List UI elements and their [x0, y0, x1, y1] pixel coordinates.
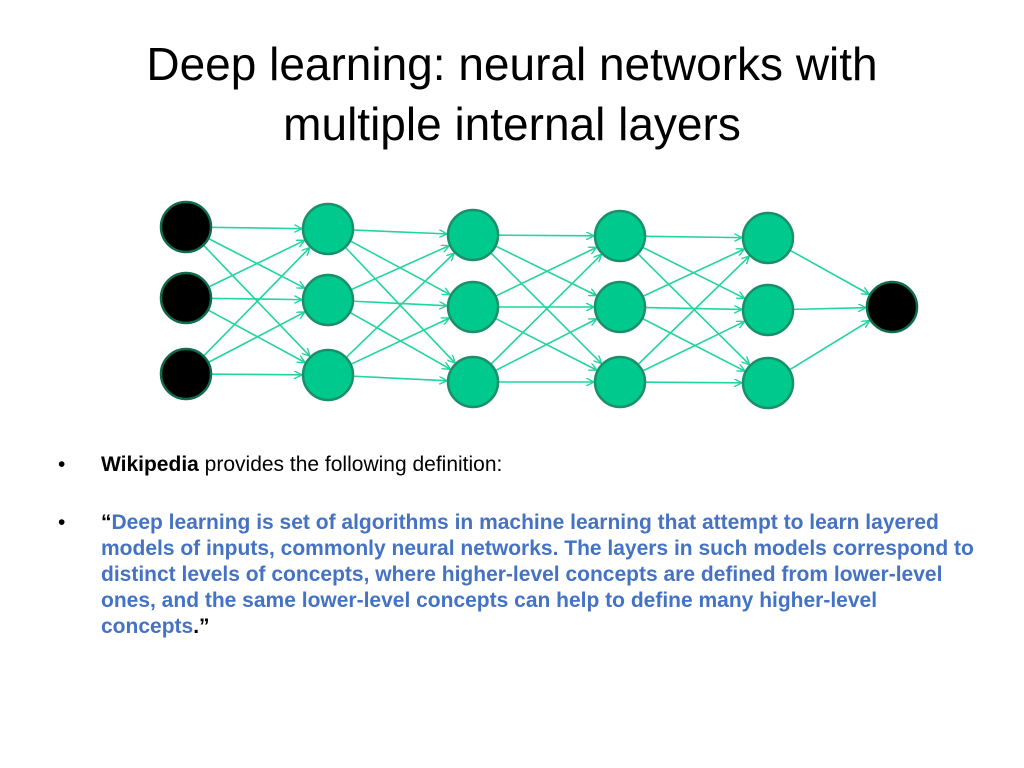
connection-arrow [790, 249, 869, 294]
hidden-neuron [301, 202, 355, 256]
slide-title: Deep learning: neural networks with mult… [40, 34, 984, 154]
connection-arrow [203, 245, 309, 356]
bullet-wikipedia: • Wikipedia provides the following defin… [58, 452, 978, 478]
connection-arrow [638, 257, 749, 365]
connection-arrow [353, 300, 446, 305]
connection-arrow [643, 322, 743, 372]
connection-arrow [211, 374, 301, 375]
connection-arrow [495, 319, 596, 371]
connection-arrow [209, 241, 303, 288]
connection-arrow [211, 227, 301, 228]
input-neuron [159, 347, 213, 401]
close-quote: .” [193, 615, 210, 638]
open-quote: “ [101, 511, 112, 534]
connection-arrow [645, 308, 741, 310]
connection-arrow [208, 309, 304, 362]
connection-arrow [351, 246, 449, 291]
wikipedia-label: Wikipedia [101, 453, 199, 476]
connection-arrow [353, 375, 446, 380]
hidden-neuron [301, 348, 355, 402]
connection-arrow [645, 382, 741, 383]
hidden-neuron [593, 209, 647, 263]
input-neuron [159, 271, 213, 325]
hidden-neuron [741, 283, 795, 337]
connection-arrow [490, 255, 600, 365]
neurons [159, 200, 919, 410]
connection-arrow [353, 229, 446, 234]
connection-arrow [496, 248, 595, 297]
input-neuron [159, 200, 213, 254]
hidden-neuron [446, 280, 500, 334]
connection-arrow [208, 312, 304, 363]
hidden-neuron [741, 356, 795, 410]
connection-arrow [211, 298, 301, 299]
connection-arrow [645, 236, 741, 237]
definition-intro: provides the following definition: [198, 453, 503, 476]
connections [203, 227, 869, 383]
connection-arrow [495, 245, 595, 295]
connection-arrow [642, 318, 744, 371]
connection-arrow [490, 252, 601, 363]
bullet-marker: • [58, 511, 66, 534]
connection-arrow [346, 254, 454, 358]
hidden-neuron [446, 208, 500, 262]
bullet-list: • Wikipedia provides the following defin… [58, 452, 978, 640]
connection-arrow [789, 321, 869, 371]
connection-arrow [351, 318, 449, 365]
connection-arrow [203, 248, 309, 356]
slide-title-line-2: multiple internal layers [283, 98, 741, 150]
hidden-neuron [741, 211, 795, 265]
bullet-definition-quote: • “Deep learning is set of algorithms in… [58, 510, 978, 640]
output-neuron [865, 280, 919, 334]
connection-arrow [498, 235, 593, 236]
hidden-neuron [593, 355, 647, 409]
definition-quote-text: Deep learning is set of algorithms in ma… [101, 511, 974, 638]
hidden-neuron [301, 273, 355, 327]
connection-arrow [643, 249, 744, 297]
connection-arrow [793, 308, 865, 310]
hidden-neuron [446, 355, 500, 409]
bullet-marker: • [58, 453, 66, 476]
slide-title-line-1: Deep learning: neural networks with [146, 38, 878, 90]
hidden-neuron [593, 280, 647, 334]
